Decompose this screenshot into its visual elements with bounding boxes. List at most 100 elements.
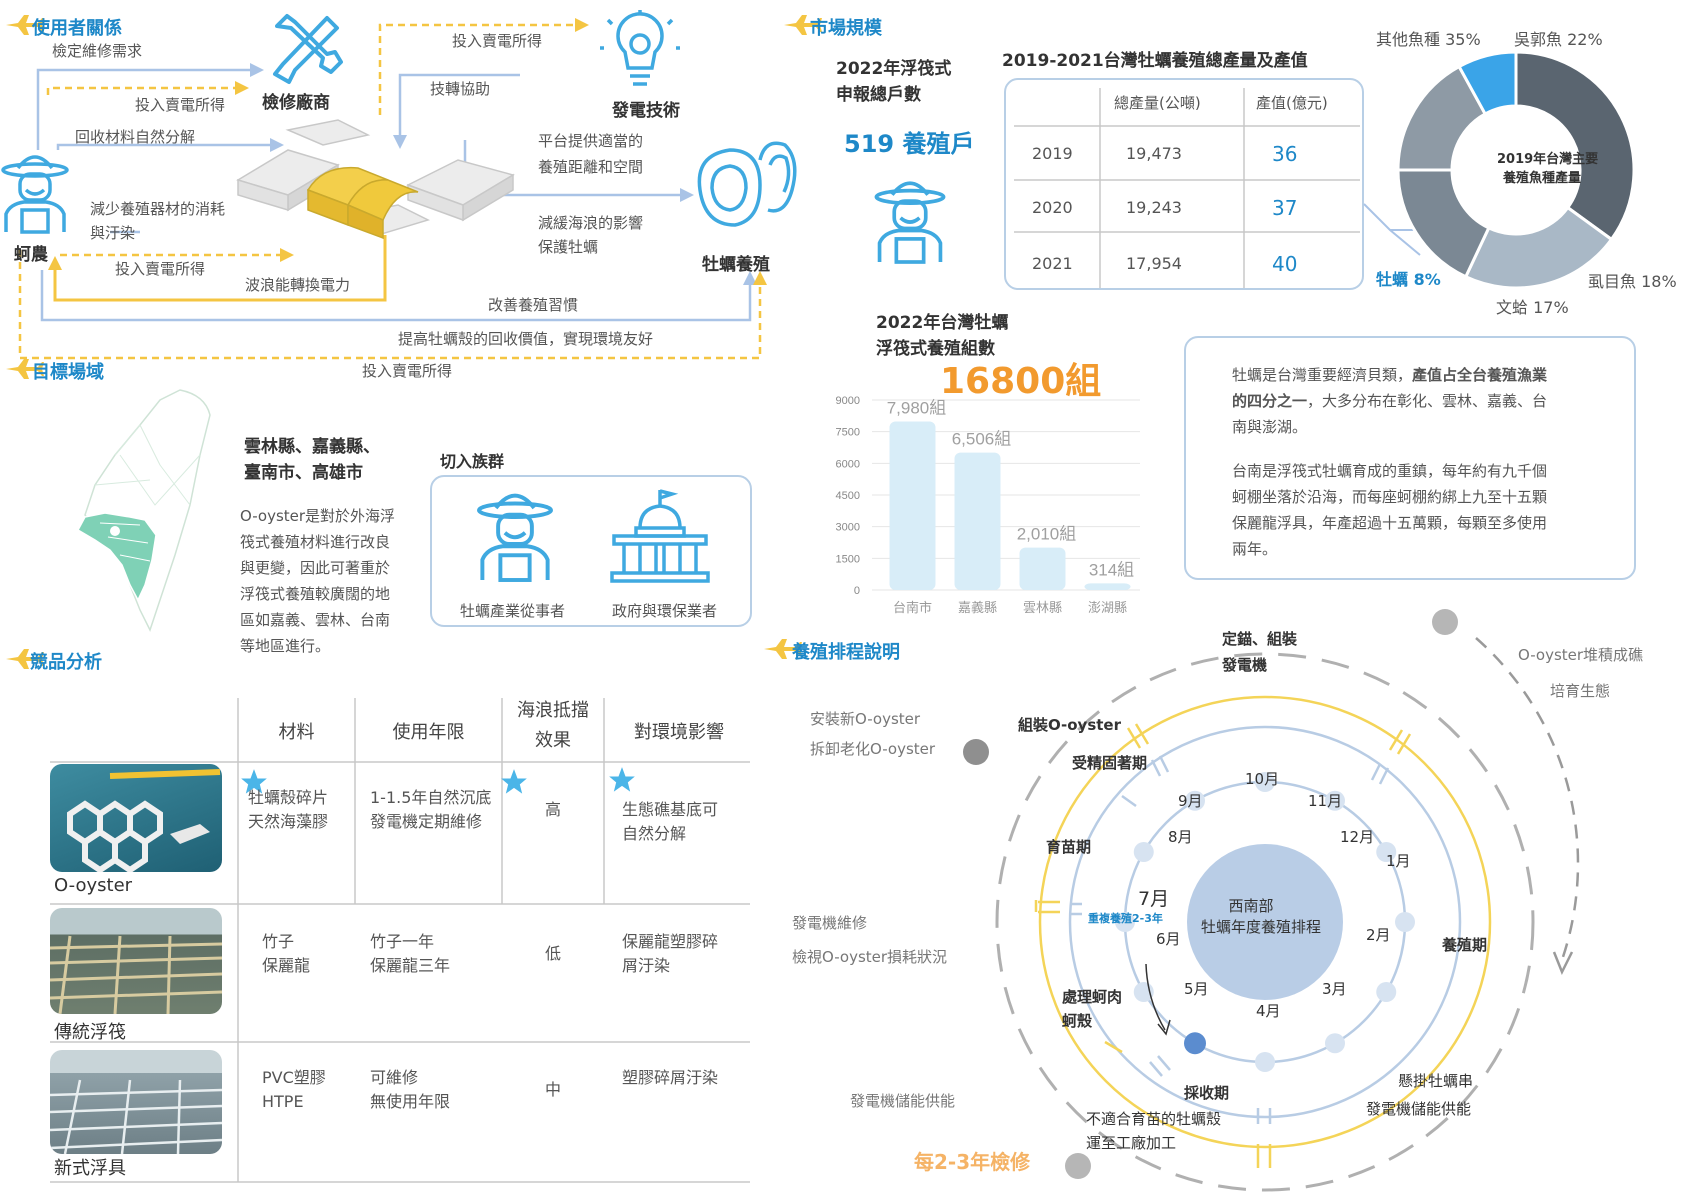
label-platform: 平台提供適當的 — [538, 132, 644, 150]
new-float-photo — [50, 1050, 222, 1154]
wrench-screwdriver-icon — [273, 14, 343, 84]
production-table-lines — [1014, 88, 1360, 288]
rafts-value: 16800組 — [940, 361, 1102, 402]
note-paragraph-2: 台南是浮筏式牡蠣育成的重鎮，每年約有九千個 蚵棚坐落於沿海，而每座蚵棚約綁上九至… — [1232, 462, 1548, 558]
oyster-icon — [697, 141, 797, 227]
schedule-diagram — [963, 609, 1580, 1192]
label-platform: 養殖距離和空間 — [538, 158, 644, 176]
bar — [889, 421, 936, 590]
table-amount: 19,243 — [1126, 198, 1182, 217]
label-recycle-value: 提高牡蠣殼的回收價值，實現環境友好 — [398, 330, 654, 348]
repeat-arrow-head — [1157, 1019, 1171, 1036]
cell-life: 1-1.5年自然沉底發電機定期維修 — [370, 788, 492, 831]
competitor-name: 新式浮具 — [54, 1158, 126, 1179]
outer-label: 檢視O-oyster損耗狀況 — [792, 948, 948, 966]
stage-label: 處理蚵肉 — [1062, 988, 1123, 1006]
cell-wave: 低 — [544, 944, 561, 963]
label-check-needs: 檢定維修需求 — [52, 42, 143, 60]
bar-data-label: 314組 — [1089, 560, 1134, 579]
stage-label: 定錨、組裝 — [1222, 630, 1298, 648]
target-counties: 雲林縣、嘉義縣、 — [244, 437, 380, 457]
node-oyster: 牡蠣養殖 — [702, 255, 770, 275]
month-label: 5月 — [1184, 980, 1209, 998]
cell-wave: 高 — [544, 800, 561, 819]
table-header: 對環境影響 — [634, 722, 724, 743]
stage-label: 組裝O-oyster — [1018, 716, 1122, 734]
cell-material: 竹子保麗龍 — [262, 932, 311, 975]
label-tech-transfer: 技轉協助 — [430, 80, 491, 98]
plane-icon — [6, 649, 44, 669]
y-tick-label: 7500 — [836, 427, 860, 439]
outer-label: 安裝新O-oyster — [810, 710, 921, 728]
node-farmer: 蚵農 — [14, 245, 48, 265]
star-icon — [241, 769, 267, 794]
table-year: 2019 — [1032, 144, 1073, 163]
households-title: 2022年浮筏式 — [836, 59, 952, 79]
node-tech: 發電技術 — [612, 101, 680, 121]
month-dot — [1255, 772, 1275, 792]
label-sell-income: 投入賣電所得 — [452, 32, 543, 50]
month-label: 11月 — [1308, 792, 1343, 810]
stage-label: 蚵殼 — [1062, 1012, 1093, 1030]
outer-label: 發電機維修 — [792, 914, 868, 932]
pie-label-oyster: 牡蠣 8% — [1376, 270, 1441, 289]
plane-icon — [6, 15, 44, 35]
cell-life: 可維修無使用年限 — [370, 1068, 451, 1111]
pie-center-title: 2019年台灣主要養殖魚種產量 — [1497, 152, 1599, 186]
table-header: 效果 — [535, 730, 571, 751]
pie-slice — [1463, 205, 1614, 290]
entry-group-box — [430, 475, 752, 627]
outer-label: 拆卸老化O-oyster — [810, 740, 936, 758]
bar-data-label: 2,010組 — [1017, 525, 1077, 544]
inspect-label: 每2-3年檢修 — [914, 1150, 1031, 1174]
outer-label: O-oyster堆積成礁 — [1518, 646, 1644, 664]
label-reduce: 與汙染 — [90, 224, 136, 242]
label-improve-habit: 改善養殖習慣 — [488, 296, 579, 314]
y-tick-label: 3000 — [836, 522, 860, 534]
month-label: 2月 — [1366, 926, 1391, 944]
section-title-schedule: 養殖排程說明 — [792, 642, 900, 663]
label-slow-waves: 減緩海浪的影響 — [538, 214, 644, 232]
label-reduce: 減少養殖器材的消耗 — [90, 200, 226, 218]
table-value: 36 — [1272, 142, 1298, 166]
government-building-icon — [610, 489, 710, 583]
section-title-target: 目標場域 — [32, 362, 104, 383]
y-tick-label: 0 — [854, 585, 860, 597]
pie-slice — [1457, 50, 1518, 116]
month-dot — [1115, 912, 1135, 932]
production-table-header: 產值(億元) — [1256, 94, 1328, 112]
pie-label: 文蛤 17% — [1496, 298, 1569, 317]
cell-material: 牡蠣殼碎片天然海藻膠 — [248, 788, 329, 831]
taiwan-map — [76, 389, 211, 632]
plane-icon — [6, 359, 44, 379]
y-tick-label: 4500 — [836, 490, 860, 502]
target-counties: 臺南市、高雄市 — [244, 463, 363, 483]
month-label: 4月 — [1256, 1002, 1281, 1020]
competitor-name: O-oyster — [54, 875, 133, 896]
target-description: O-oyster是對於外海浮 筏式養殖材料進行改良 與更變，因此可著重於 浮筏式… — [240, 507, 396, 655]
bar-data-label: 6,506組 — [952, 430, 1012, 449]
plane-icon — [784, 15, 822, 35]
production-table-header: 總產量(公噸) — [1114, 94, 1201, 112]
stage-label: 運至工廠加工 — [1086, 1134, 1177, 1152]
bar-data-label: 7,980組 — [887, 399, 947, 418]
bulb-gear-icon — [600, 10, 680, 86]
stage-label: 採收期 — [1184, 1084, 1230, 1102]
month-dot — [1184, 1032, 1206, 1055]
cell-env: 生態礁基底可自然分解 — [622, 800, 719, 843]
note-box — [1184, 336, 1636, 580]
stage-label: 發電機儲能供能 — [1366, 1100, 1472, 1118]
production-table-box — [1004, 78, 1364, 290]
x-tick-label: 台南市 — [893, 600, 932, 615]
households-value: 519 養殖戶 — [844, 130, 975, 158]
pie-slice — [1514, 50, 1636, 242]
section-title-stakeholders: 使用者關係 — [32, 18, 122, 39]
entry-group-label: 政府與環保業者 — [612, 602, 718, 620]
label-wave-power: 波浪能轉換電力 — [245, 276, 351, 294]
label-recycle: 回收材料自然分解 — [75, 128, 196, 146]
cell-wave: 中 — [544, 1080, 561, 1099]
competitor-table-lines — [50, 698, 750, 1183]
pie-label: 虱目魚 18% — [1588, 272, 1677, 291]
pie-label: 吳郭魚 22% — [1514, 30, 1603, 49]
pie-label: 其他魚種 35% — [1376, 30, 1481, 49]
